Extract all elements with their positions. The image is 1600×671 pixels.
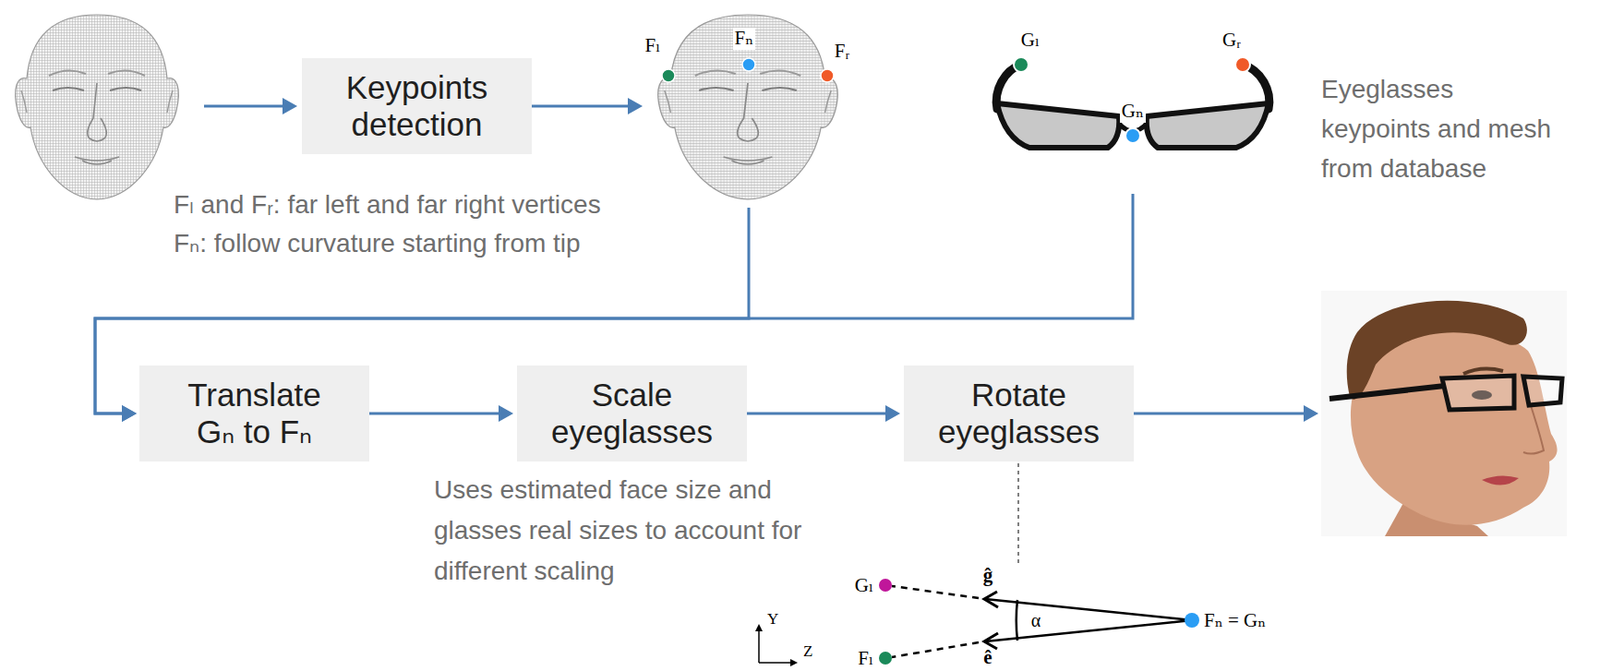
arrow-head — [885, 405, 901, 422]
dotted-line — [891, 642, 979, 658]
label-holder: Gₗ — [854, 574, 874, 597]
vector-head — [984, 591, 999, 608]
label-holder: Fₗ — [857, 647, 874, 670]
keypoint-face: Fₗ FₙFᵣ — [646, 11, 852, 208]
box-label: Rotate eyeglasses — [933, 376, 1106, 452]
axis-head — [755, 624, 763, 632]
arrow-head — [627, 97, 643, 115]
keypoint-label-holder: Fₙ — [733, 27, 757, 49]
lens — [997, 103, 1119, 148]
keypoint-face-mesh — [658, 14, 838, 200]
label-holder: ĝ — [983, 564, 994, 587]
flow-arrow — [1133, 405, 1319, 422]
flow-arrow — [204, 97, 298, 115]
input-face-mesh — [15, 14, 180, 200]
label-holder: Eyeglasses keypoints and mesh from datab… — [1321, 69, 1564, 189]
connector-line — [531, 105, 628, 109]
photo-ground — [1321, 290, 1567, 537]
math-symbol: Fₙ = Gₙ — [1203, 609, 1266, 632]
keypoint-dot — [1235, 57, 1251, 73]
box-label: Scale eyeglasses — [546, 376, 719, 452]
flow-connector — [746, 405, 901, 422]
label-holder: Y — [767, 610, 779, 629]
arrow-line — [204, 105, 283, 109]
arrow-head — [121, 405, 137, 422]
note-text: Fₗ and Fᵣ: far left and far right vertic… — [173, 190, 602, 220]
keypoint-label: Fₗ — [643, 35, 663, 57]
axis-line — [757, 631, 760, 663]
leader-line — [1017, 463, 1020, 566]
dotted-line — [891, 586, 979, 599]
lens — [1146, 103, 1269, 148]
box-label: Keypoints detection — [331, 69, 504, 145]
keypoint-dot — [1184, 613, 1200, 628]
arrow-head — [498, 405, 514, 422]
arrow-line — [1133, 412, 1304, 416]
flow-connector — [369, 405, 514, 422]
note-text: Uses estimated face size and glasses rea… — [433, 469, 804, 592]
lips — [1481, 475, 1519, 485]
keypoint-dot — [1013, 57, 1029, 73]
keypoint-label-holder: Gₗ — [1019, 29, 1042, 51]
axis-line — [758, 661, 791, 664]
label-holder: α — [1031, 610, 1041, 632]
keypoint-label-holder: Gᵣ — [1220, 29, 1243, 51]
label-holder: Uses estimated face size and glasses rea… — [433, 469, 804, 592]
keypoint-label: Gᵣ — [1220, 29, 1243, 51]
angle-arc — [1016, 600, 1018, 641]
math-symbol: ĝ — [983, 564, 994, 587]
label-holder: Fₗ and Fᵣ: far left and far right vertic… — [173, 190, 602, 220]
label-holder: ê — [983, 646, 992, 669]
arrow-head — [1303, 405, 1319, 422]
math-symbol: Y — [767, 610, 779, 629]
keypoint-label: Gₙ — [1119, 100, 1146, 122]
rotation-sketch — [755, 578, 1200, 667]
math-symbol: α — [1031, 610, 1041, 632]
note-text: Fₙ: follow curvature starting from tip — [173, 228, 581, 259]
process-box: Keypoints detection — [301, 58, 532, 155]
glasses-lens — [1523, 376, 1563, 406]
math-symbol: Z — [803, 642, 813, 662]
keypoint-dot — [878, 578, 892, 592]
glasses-temple — [1329, 385, 1445, 399]
label-holder: Fₙ = Gₙ — [1203, 609, 1266, 632]
arrow-head — [282, 97, 298, 115]
axis-head — [790, 659, 798, 667]
process-box: Scale eyeglasses — [517, 365, 747, 462]
keypoint-label: Fₙ — [733, 27, 757, 49]
label-holder: Fₙ: follow curvature starting from tip — [173, 228, 581, 259]
process-box: Rotate eyeglasses — [903, 365, 1134, 462]
keypoint-label-holder: Gₙ — [1119, 100, 1146, 122]
keypoint-label: Fᵣ — [832, 40, 853, 62]
keypoint-dot — [878, 651, 892, 665]
eyeglasses-drawing — [996, 57, 1270, 148]
keypoint-label-holder: Fₗ — [643, 35, 663, 57]
keypoint-dot — [820, 69, 834, 83]
eyeglasses-model: Gₗ GᵣGₙ — [984, 18, 1282, 194]
math-symbol: Fₗ — [857, 647, 874, 670]
keypoint-dot — [742, 58, 756, 72]
keypoint-label: Gₗ — [1019, 29, 1042, 51]
keypoint-dot — [661, 69, 675, 83]
flow-connector — [531, 97, 643, 115]
process-box: Translate Gₙ to Fₙ — [139, 365, 370, 462]
note-text: Eyeglasses keypoints and mesh from datab… — [1321, 69, 1564, 189]
brow — [1463, 369, 1504, 374]
connector-line — [369, 412, 499, 416]
keypoint-label-holder: Fᵣ — [832, 40, 853, 62]
label-holder: Z — [803, 642, 813, 662]
math-symbol: Gₗ — [854, 574, 874, 597]
box-label: Translate Gₙ to Fₙ — [168, 376, 341, 452]
math-symbol: ê — [983, 646, 992, 669]
glasses-lens — [1442, 375, 1515, 410]
result-photo — [1321, 290, 1567, 537]
keypoint-dot — [1125, 128, 1141, 144]
arrow-head — [121, 405, 137, 422]
connector-line — [746, 412, 886, 416]
